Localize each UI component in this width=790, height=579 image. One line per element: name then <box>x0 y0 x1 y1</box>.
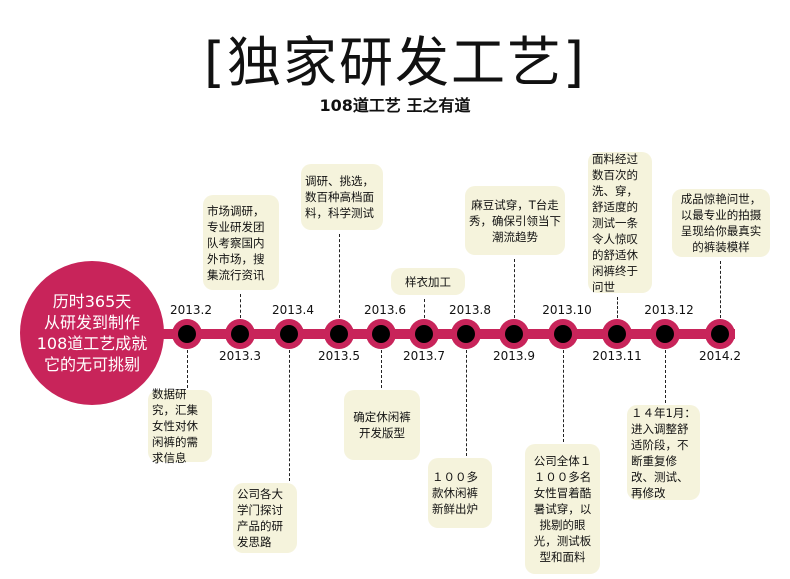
event-box: 调研、挑选，数百种高档面料，科学测试 <box>301 164 383 230</box>
timeline-node <box>409 319 439 349</box>
node-dot <box>372 325 390 343</box>
timeline-node <box>602 319 632 349</box>
date-label: 2013.2 <box>170 303 212 317</box>
timeline-node <box>225 319 255 349</box>
subtitle: 108道工艺 王之有道 <box>319 96 471 115</box>
event-text: 公司全体１１００多名女性冒着酷暑试穿，以挑剔的眼光，测试板型和面料 <box>533 454 592 564</box>
connector-line <box>514 259 515 318</box>
event-text: １００多款休闲裤新鲜出炉 <box>432 470 478 516</box>
timeline-node <box>451 319 481 349</box>
event-text: 面料经过数百次的洗、穿，舒适度的测试一条令人惊叹的舒适休闲裤终于问世 <box>592 151 638 294</box>
connector-line <box>563 350 564 442</box>
event-text: 样衣加工 <box>405 274 451 289</box>
connector-line <box>424 299 425 318</box>
timeline-node <box>274 319 304 349</box>
event-text: 确定休闲裤开发版型 <box>353 410 411 440</box>
timeline-node <box>172 319 202 349</box>
date-label: 2013.7 <box>403 349 445 363</box>
event-box: １４年1月：进入调整舒适阶段，不断重复修改、测试、再修改 <box>627 405 700 500</box>
date-label: 2013.12 <box>644 303 694 317</box>
node-dot <box>280 325 298 343</box>
date-label: 2013.9 <box>493 349 535 363</box>
timeline-node <box>324 319 354 349</box>
event-box: 公司各大学门探讨产品的研发思路 <box>233 483 297 553</box>
node-dot <box>608 325 626 343</box>
timeline-node <box>705 319 735 349</box>
timeline-node <box>650 319 680 349</box>
node-dot <box>457 325 475 343</box>
summary-line: 历时365天 <box>52 292 132 311</box>
event-box: 市场调研，专业研发团队考察国内外市场，搜集流行资讯 <box>203 195 279 290</box>
event-box: 公司全体１１００多名女性冒着酷暑试穿，以挑剔的眼光，测试板型和面料 <box>525 444 600 574</box>
event-text: 麻豆试穿，T台走秀，确保引领当下潮流趋势 <box>469 197 561 244</box>
event-text: 数据研究，汇集女性对休闲裤的需求信息 <box>152 387 198 465</box>
date-label: 2013.5 <box>318 349 360 363</box>
timeline-node <box>499 319 529 349</box>
date-label: 2013.11 <box>592 349 642 363</box>
event-text: 成品惊艳问世，以最专业的拍摄呈现给你最真实的裤装模样 <box>680 192 762 254</box>
timeline-bar <box>150 329 735 339</box>
event-text: 公司各大学门探讨产品的研发思路 <box>237 487 283 549</box>
summary-line: 它的无可挑剔 <box>43 355 140 374</box>
page-title: [独家研发工艺] <box>203 31 587 94</box>
connector-line <box>617 297 618 318</box>
date-label: 2013.8 <box>449 303 491 317</box>
connector-line <box>381 350 382 388</box>
event-box: 麻豆试穿，T台走秀，确保引领当下潮流趋势 <box>465 186 565 255</box>
connector-line <box>466 350 467 456</box>
connector-line <box>187 350 188 388</box>
date-label: 2013.4 <box>272 303 314 317</box>
node-dot <box>554 325 572 343</box>
event-text: 市场调研，专业研发团队考察国内外市场，搜集流行资讯 <box>207 203 265 282</box>
node-dot <box>711 325 729 343</box>
node-dot <box>505 325 523 343</box>
node-dot <box>415 325 433 343</box>
summary-circle: 历时365天 从研发到制作 108道工艺成就 它的无可挑剔 <box>20 261 164 405</box>
date-label: 2013.10 <box>542 303 592 317</box>
summary-line: 从研发到制作 <box>43 313 140 332</box>
event-text: 调研、挑选，数百种高档面料，科学测试 <box>305 174 374 220</box>
connector-line <box>289 350 290 481</box>
event-box: 数据研究，汇集女性对休闲裤的需求信息 <box>148 387 212 465</box>
event-box: 样衣加工 <box>391 268 465 295</box>
event-box: 成品惊艳问世，以最专业的拍摄呈现给你最真实的裤装模样 <box>672 189 770 257</box>
timeline-node <box>366 319 396 349</box>
event-box: 确定休闲裤开发版型 <box>344 390 420 460</box>
timeline-node <box>548 319 578 349</box>
connector-line <box>665 350 666 403</box>
date-label: 2013.6 <box>364 303 406 317</box>
node-dot <box>656 325 674 343</box>
connector-line <box>720 261 721 318</box>
connector-line <box>240 294 241 318</box>
node-dot <box>178 325 196 343</box>
event-text: １４年1月：进入调整舒适阶段，不断重复修改、测试、再修改 <box>631 405 696 500</box>
connector-line <box>339 234 340 318</box>
summary-line: 108道工艺成就 <box>36 334 148 353</box>
date-label: 2013.3 <box>219 349 261 363</box>
event-box: １００多款休闲裤新鲜出炉 <box>428 458 492 528</box>
node-dot <box>231 325 249 343</box>
node-dot <box>330 325 348 343</box>
event-box: 面料经过数百次的洗、穿，舒适度的测试一条令人惊叹的舒适休闲裤终于问世 <box>588 151 652 294</box>
date-label: 2014.2 <box>699 349 741 363</box>
